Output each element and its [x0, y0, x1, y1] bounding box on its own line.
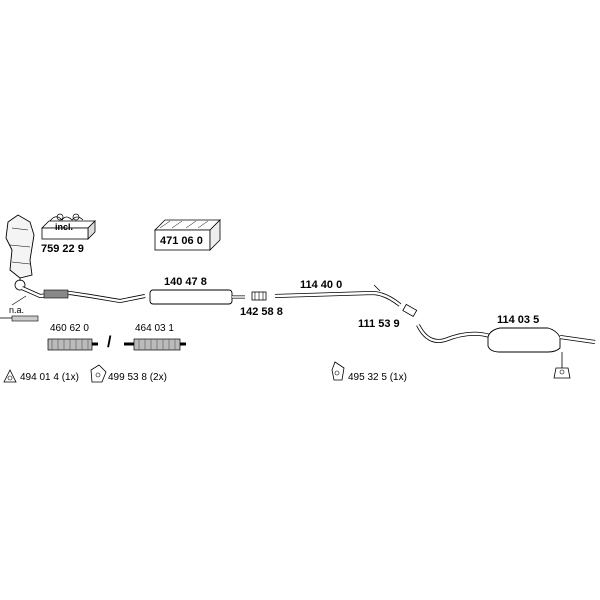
clamp-mid — [402, 303, 418, 318]
flex-pipe-b — [124, 338, 186, 351]
rubber-mount-a-icon — [90, 364, 107, 383]
catalyst-manifold — [5, 214, 35, 291]
clamp-front — [251, 291, 267, 301]
clamp-front-part-number: 142 58 8 — [240, 306, 283, 318]
middle-pipe-part-number: 114 40 0 — [300, 279, 343, 291]
flex-pipe-a — [47, 338, 98, 351]
mount-kit-part-number: 471 06 0 — [160, 235, 203, 247]
front-silencer — [149, 289, 245, 305]
catalyst-part-number: 759 22 9 — [41, 243, 84, 255]
mount-kit-box — [154, 219, 221, 251]
alternative-separator: / — [107, 334, 112, 351]
rear-silencer-part-number: 114 03 5 — [497, 314, 540, 326]
lambda-sensor — [0, 295, 39, 322]
seal-ring-part-number: 494 01 4 (1x) — [20, 372, 79, 383]
catalyst-kit-box — [41, 213, 96, 240]
clamp-mid-part-number: 111 53 9 — [358, 318, 400, 330]
seal-ring-icon — [3, 369, 17, 383]
front-pipe — [21, 286, 146, 304]
flex-pipe-a-part-number: 460 62 0 — [50, 323, 89, 334]
front-silencer-part-number: 140 47 8 — [164, 276, 207, 288]
rubber-mount-a-part-number: 499 53 8 (2x) — [108, 372, 167, 383]
rubber-mount-b-icon — [331, 361, 345, 381]
middle-pipe — [274, 284, 402, 307]
catalyst-incl-label: incl. — [55, 222, 74, 232]
rear-silencer — [416, 324, 596, 379]
rubber-mount-b-part-number: 495 32 5 (1x) — [348, 372, 407, 383]
flex-pipe-b-part-number: 464 03 1 — [135, 323, 174, 334]
na-label: n.a. — [9, 305, 25, 315]
